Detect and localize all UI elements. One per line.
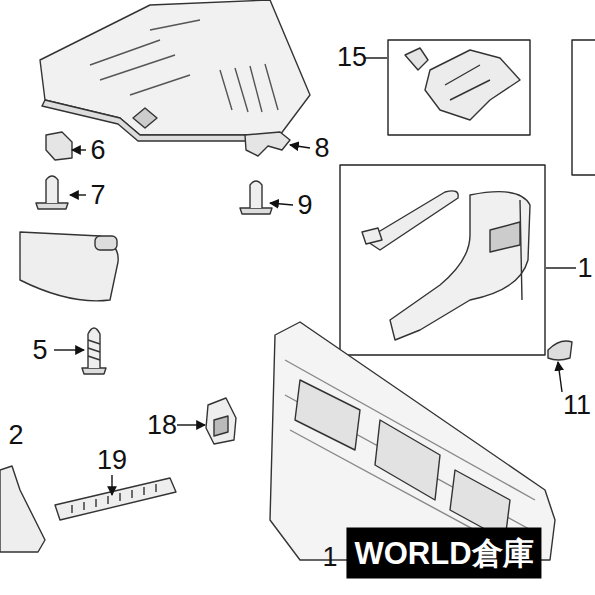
callout-number: 2 bbox=[8, 422, 23, 449]
watermark: WORLD倉庫 bbox=[346, 528, 541, 579]
callout-number: 5 bbox=[32, 337, 47, 364]
callout-number: 18 bbox=[147, 412, 177, 439]
callout-number: 15 bbox=[337, 44, 367, 71]
callout-number: 19 bbox=[97, 447, 127, 474]
callout-number: 9 bbox=[297, 192, 312, 219]
callout-number: 7 bbox=[90, 182, 105, 209]
callout-number: 1 bbox=[322, 544, 337, 571]
callout-number: 1 bbox=[577, 255, 592, 282]
callout-number: 6 bbox=[90, 137, 105, 164]
callout-number: 11 bbox=[563, 392, 591, 419]
callout-number: 8 bbox=[314, 135, 329, 162]
